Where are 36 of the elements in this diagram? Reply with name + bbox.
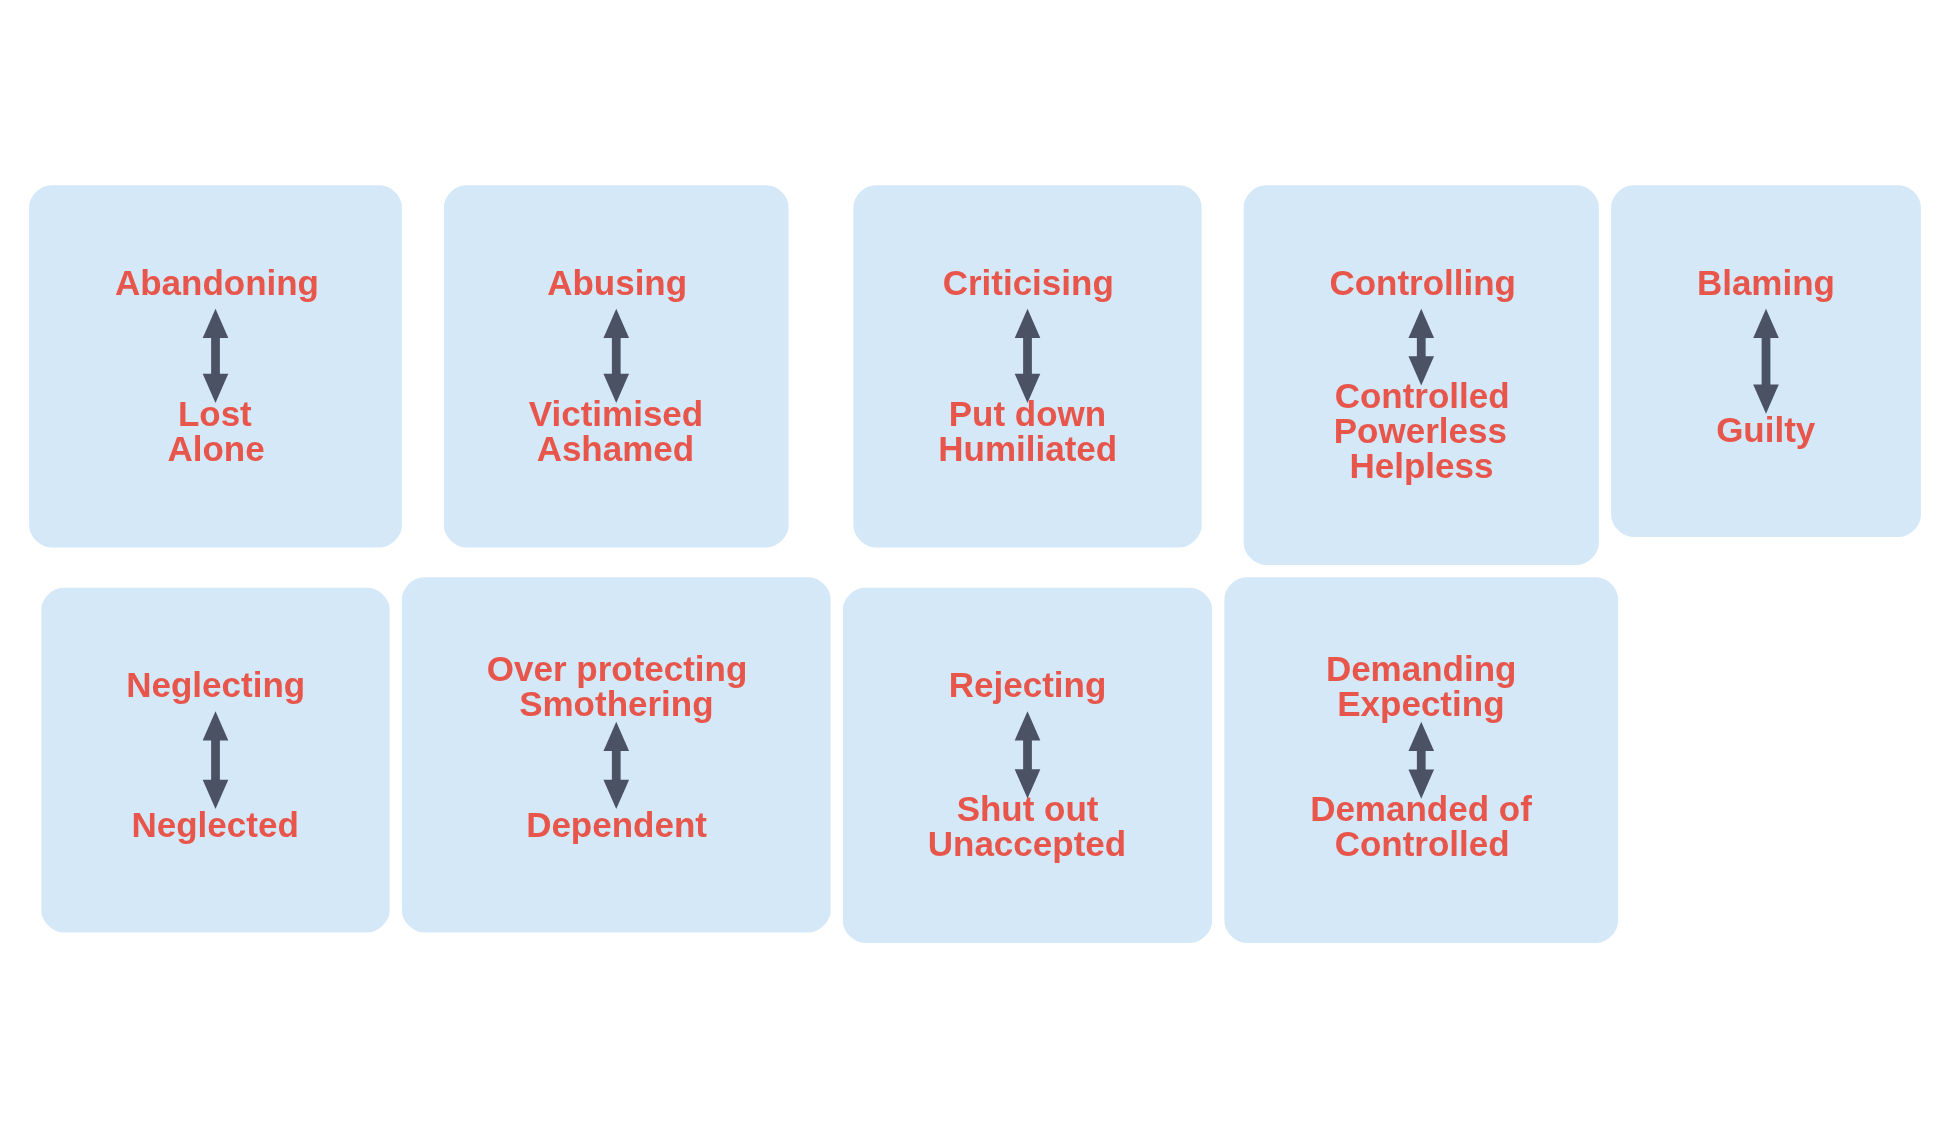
arrow xyxy=(1408,308,1435,386)
node-text: Shut out Unaccepted xyxy=(927,789,1127,864)
arrow xyxy=(1014,308,1041,403)
cluster xyxy=(443,185,789,548)
node-text: Demanding Expecting xyxy=(1325,649,1517,724)
node-text: Criticising xyxy=(942,262,1114,302)
arrow xyxy=(1014,711,1041,799)
cluster xyxy=(41,587,390,933)
cluster xyxy=(1243,185,1599,565)
arrow xyxy=(603,308,630,403)
node-text: Rejecting xyxy=(948,665,1107,704)
node-text: Blaming xyxy=(1696,262,1835,302)
arrow xyxy=(1753,308,1779,414)
cluster xyxy=(842,587,1213,943)
node-text: Lost Alone xyxy=(167,393,265,468)
node-text: Guilty xyxy=(1716,409,1816,449)
arrow xyxy=(603,721,630,810)
cluster xyxy=(401,577,831,933)
node-text: Victimised Ashamed xyxy=(528,393,704,468)
cluster xyxy=(29,185,402,548)
arrow xyxy=(1408,721,1435,799)
arrow xyxy=(202,711,229,809)
node-text: Neglected xyxy=(131,805,299,844)
node-text: Put down Humiliated xyxy=(938,393,1118,468)
cluster xyxy=(1611,185,1921,537)
node-text: Abandoning xyxy=(114,262,319,302)
node-text: Abusing xyxy=(547,262,688,302)
node-text: Dependent xyxy=(526,805,707,844)
node-text: Demanded of Controlled xyxy=(1310,789,1532,864)
node-text: Controlling xyxy=(1329,262,1516,302)
node-text: Over protecting Smothering xyxy=(486,649,748,724)
cluster xyxy=(1224,577,1619,943)
cluster xyxy=(853,185,1202,548)
node-text: Neglecting xyxy=(126,665,306,704)
arrow xyxy=(202,308,229,403)
node-text: Controlled Powerless Helpless xyxy=(1333,376,1510,486)
